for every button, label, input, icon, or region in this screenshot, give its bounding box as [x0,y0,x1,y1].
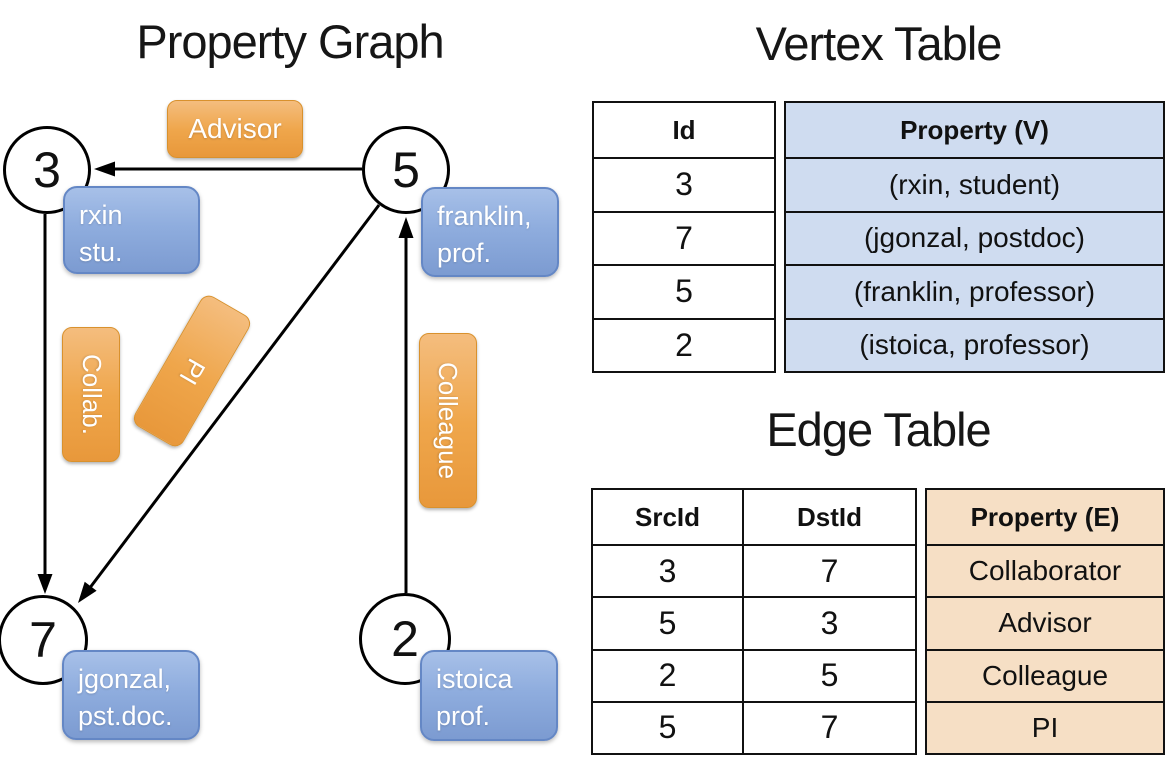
vertex-table-id-column: Id 3 7 5 2 [592,101,776,373]
edge-table-id-columns: SrcId DstId 3 7 5 3 2 5 5 7 [591,488,917,755]
table-cell: Colleague [927,648,1163,701]
vertex-property-line: franklin, [437,201,532,231]
edge-label-text: Collab. [76,354,107,435]
edge-pi-line [87,204,381,590]
node-id-label: 5 [392,142,420,198]
edge-label-text: PI [173,353,212,390]
table-cell: 2 [593,648,742,701]
table-cell: 7 [594,210,774,265]
column-header-property-v: Property (V) [900,114,1049,145]
vertex-property-line: istoica [436,664,513,694]
edge-label-advisor: Advisor [167,100,303,158]
arrowhead-colleague-icon [398,217,414,238]
table-cell: 7 [742,700,915,753]
column-header-property-e: Property (E) [970,501,1120,532]
vertex-property-line: pst.doc. [78,701,173,732]
vertex-property-box-7: jgonzal, pst.doc. [62,650,200,740]
vertex-property-box-3: rxin stu. [63,186,200,274]
node-id-label: 2 [391,611,419,667]
arrowhead-collab-icon [37,574,53,594]
table-cell: PI [927,700,1163,753]
graph-edges-layer [37,161,414,603]
table-cell: 2 [594,317,774,372]
table-cell: (jgonzal, postdoc) [786,210,1163,265]
vertex-property-box-2: istoica prof. [420,650,558,741]
table-cell: 5 [742,648,915,701]
edge-label-text: Advisor [188,113,282,144]
vertex-property-line: prof. [436,701,491,732]
table-cell: (istoica, professor) [786,317,1163,372]
vertex-table-property-column: Property (V) (rxin, student) (jgonzal, p… [784,101,1165,373]
arrowhead-pi-icon [78,581,97,603]
table-cell: 3 [594,157,774,211]
table-cell: (rxin, student) [786,157,1163,211]
table-cell: 5 [594,264,774,318]
node-id-label: 3 [33,142,61,198]
table-cell: 3 [742,596,915,649]
table-cell: 5 [593,700,742,753]
column-header-id: Id [672,114,696,145]
table-cell: 3 [593,544,742,596]
edge-label-collab: Collab. [62,327,120,462]
edge-label-text: Colleague [433,361,464,480]
edge-table-title: Edge Table [766,403,991,456]
property-graph-title: Property Graph [136,15,444,68]
edge-table-property-column: Property (E) Collaborator Advisor Collea… [925,488,1165,755]
table-cell: 7 [742,544,915,597]
graph-node-5: 5 [362,126,450,214]
table-cell: Collaborator [927,544,1163,596]
column-header-dstid: DstId [742,490,915,544]
arrowhead-advisor-icon [94,161,115,177]
table-cell: (franklin, professor) [786,264,1163,318]
table-cell: Advisor [927,596,1163,648]
vertex-property-box-5: franklin, prof. [421,187,559,277]
column-header-srcid: SrcId [634,501,701,532]
vertex-property-line: prof. [437,238,492,269]
vertex-property-line: stu. [79,237,123,268]
vertex-property-line: rxin [79,200,123,230]
vertex-property-line: jgonzal, [78,664,172,694]
table-cell: 5 [593,596,742,648]
vertex-table-title: Vertex Table [755,17,1003,70]
node-id-label: 7 [29,612,57,668]
edge-label-colleague: Colleague [419,333,477,508]
